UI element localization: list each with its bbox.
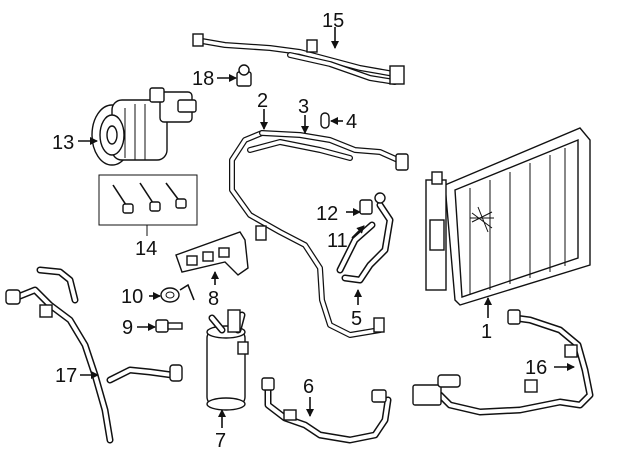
callout-7: 7 bbox=[215, 430, 226, 452]
o-ring-seal[interactable] bbox=[320, 112, 330, 129]
callout-6: 6 bbox=[303, 376, 314, 398]
liquid-line[interactable] bbox=[229, 130, 409, 338]
suction-line[interactable] bbox=[261, 377, 392, 444]
callout-14: 14 bbox=[135, 238, 157, 260]
callout-5: 5 bbox=[351, 308, 362, 330]
callout-3: 3 bbox=[298, 96, 309, 118]
bolt[interactable] bbox=[155, 319, 183, 333]
callout-15: 15 bbox=[322, 10, 344, 32]
o-ring[interactable] bbox=[160, 283, 195, 303]
condenser[interactable] bbox=[425, 127, 591, 306]
callout-13: 13 bbox=[52, 132, 74, 154]
callout-18: 18 bbox=[192, 68, 214, 90]
callout-1: 1 bbox=[481, 321, 492, 343]
callout-12: 12 bbox=[316, 203, 338, 225]
hose-assembly-right[interactable] bbox=[412, 309, 594, 416]
callout-17: 17 bbox=[55, 365, 77, 387]
callout-8: 8 bbox=[208, 288, 219, 310]
callout-9: 9 bbox=[122, 317, 133, 339]
mounting-bolts[interactable] bbox=[98, 174, 198, 226]
suction-hose-upper[interactable] bbox=[192, 33, 405, 85]
callout-2: 2 bbox=[257, 90, 268, 112]
receiver-drier[interactable] bbox=[206, 309, 249, 411]
leader-lines bbox=[78, 27, 575, 428]
hose-assembly-left[interactable] bbox=[5, 266, 183, 444]
callout-10: 10 bbox=[121, 286, 143, 308]
callout-11: 11 bbox=[327, 230, 348, 252]
ac-compressor[interactable] bbox=[91, 87, 197, 166]
callout-4: 4 bbox=[346, 111, 357, 133]
pressure-switch[interactable] bbox=[236, 64, 252, 87]
callout-16: 16 bbox=[525, 357, 547, 379]
drier-bracket[interactable] bbox=[175, 231, 249, 276]
callout-labels: 15 18 2 3 4 13 14 12 11 10 8 5 1 9 17 16… bbox=[52, 10, 547, 452]
